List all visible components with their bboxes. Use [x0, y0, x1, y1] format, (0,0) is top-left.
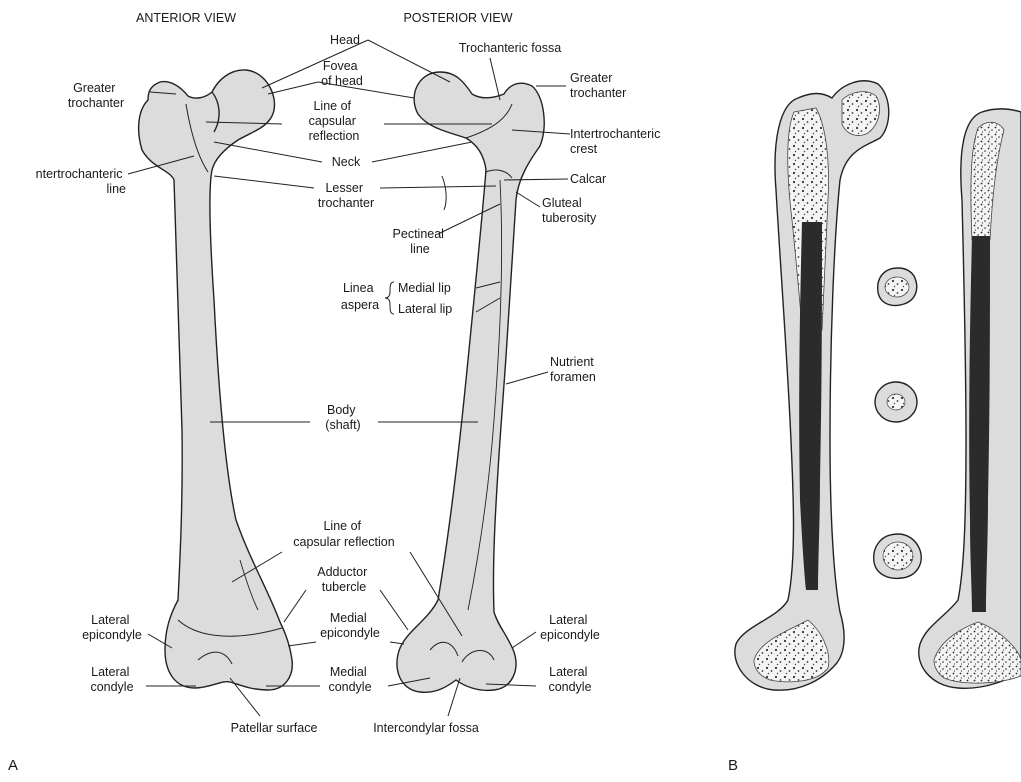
label-lateral-epicondyle-right: Lateral epicondyle [540, 613, 600, 642]
linea-aspera-brace [385, 282, 394, 314]
label-fovea: Fovea of head [321, 59, 363, 88]
label-body-shaft: Body (shaft) [325, 403, 360, 432]
cross-section-upper [878, 268, 917, 306]
label-medial-lip: Medial lip [398, 281, 451, 295]
label-medial-epicondyle: Medial epicondyle [320, 611, 380, 640]
label-lateral-condyle-left: Lateral condyle [90, 665, 133, 694]
label-trochanteric-fossa: Trochanteric fossa [459, 41, 561, 55]
panel-label-b: B [728, 757, 738, 774]
femur-section-right [919, 109, 1021, 688]
label-line-capsular-bottom: Line of capsular reflection [293, 519, 394, 549]
label-greater-trochanter-left: Greater trochanter [68, 81, 124, 110]
label-lateral-epicondyle-left: Lateral epicondyle [82, 613, 142, 642]
label-nutrient-foramen: Nutrient foramen [550, 355, 597, 384]
anterior-view-title: ANTERIOR VIEW [136, 11, 236, 25]
posterior-femur [397, 72, 544, 692]
label-medial-condyle: Medial condyle [328, 665, 371, 694]
label-line-capsular-top: Line of capsular reflection [309, 99, 360, 143]
label-lateral-lip: Lateral lip [398, 302, 452, 316]
label-calcar: Calcar [570, 172, 606, 186]
label-intercondylar-fossa: Intercondylar fossa [373, 721, 479, 735]
label-pectineal-line: Pectineal line [393, 227, 448, 256]
label-gluteal-tuberosity: Gluteal tuberosity [542, 196, 597, 225]
label-intertrochanteric-line: ntertrochanteric line [36, 167, 126, 196]
femur-section-left [735, 81, 889, 690]
label-intertrochanteric-crest: Intertrochanteric crest [570, 127, 664, 156]
anterior-femur [139, 70, 293, 690]
label-greater-trochanter-right: Greater trochanter [570, 71, 626, 100]
label-adductor-tubercle: Adductor tubercle [317, 565, 371, 594]
label-linea-aspera: Linea aspera [341, 281, 379, 312]
posterior-view-title: POSTERIOR VIEW [403, 11, 512, 25]
label-patellar-surface: Patellar surface [231, 721, 318, 735]
cross-section-lower [874, 534, 922, 578]
panel-label-a: A [8, 757, 18, 774]
label-lateral-condyle-right: Lateral condyle [548, 665, 591, 694]
label-lesser-trochanter: Lesser trochanter [318, 181, 374, 210]
label-head: Head [330, 33, 360, 47]
cross-section-middle [875, 382, 917, 422]
label-neck: Neck [332, 155, 361, 169]
